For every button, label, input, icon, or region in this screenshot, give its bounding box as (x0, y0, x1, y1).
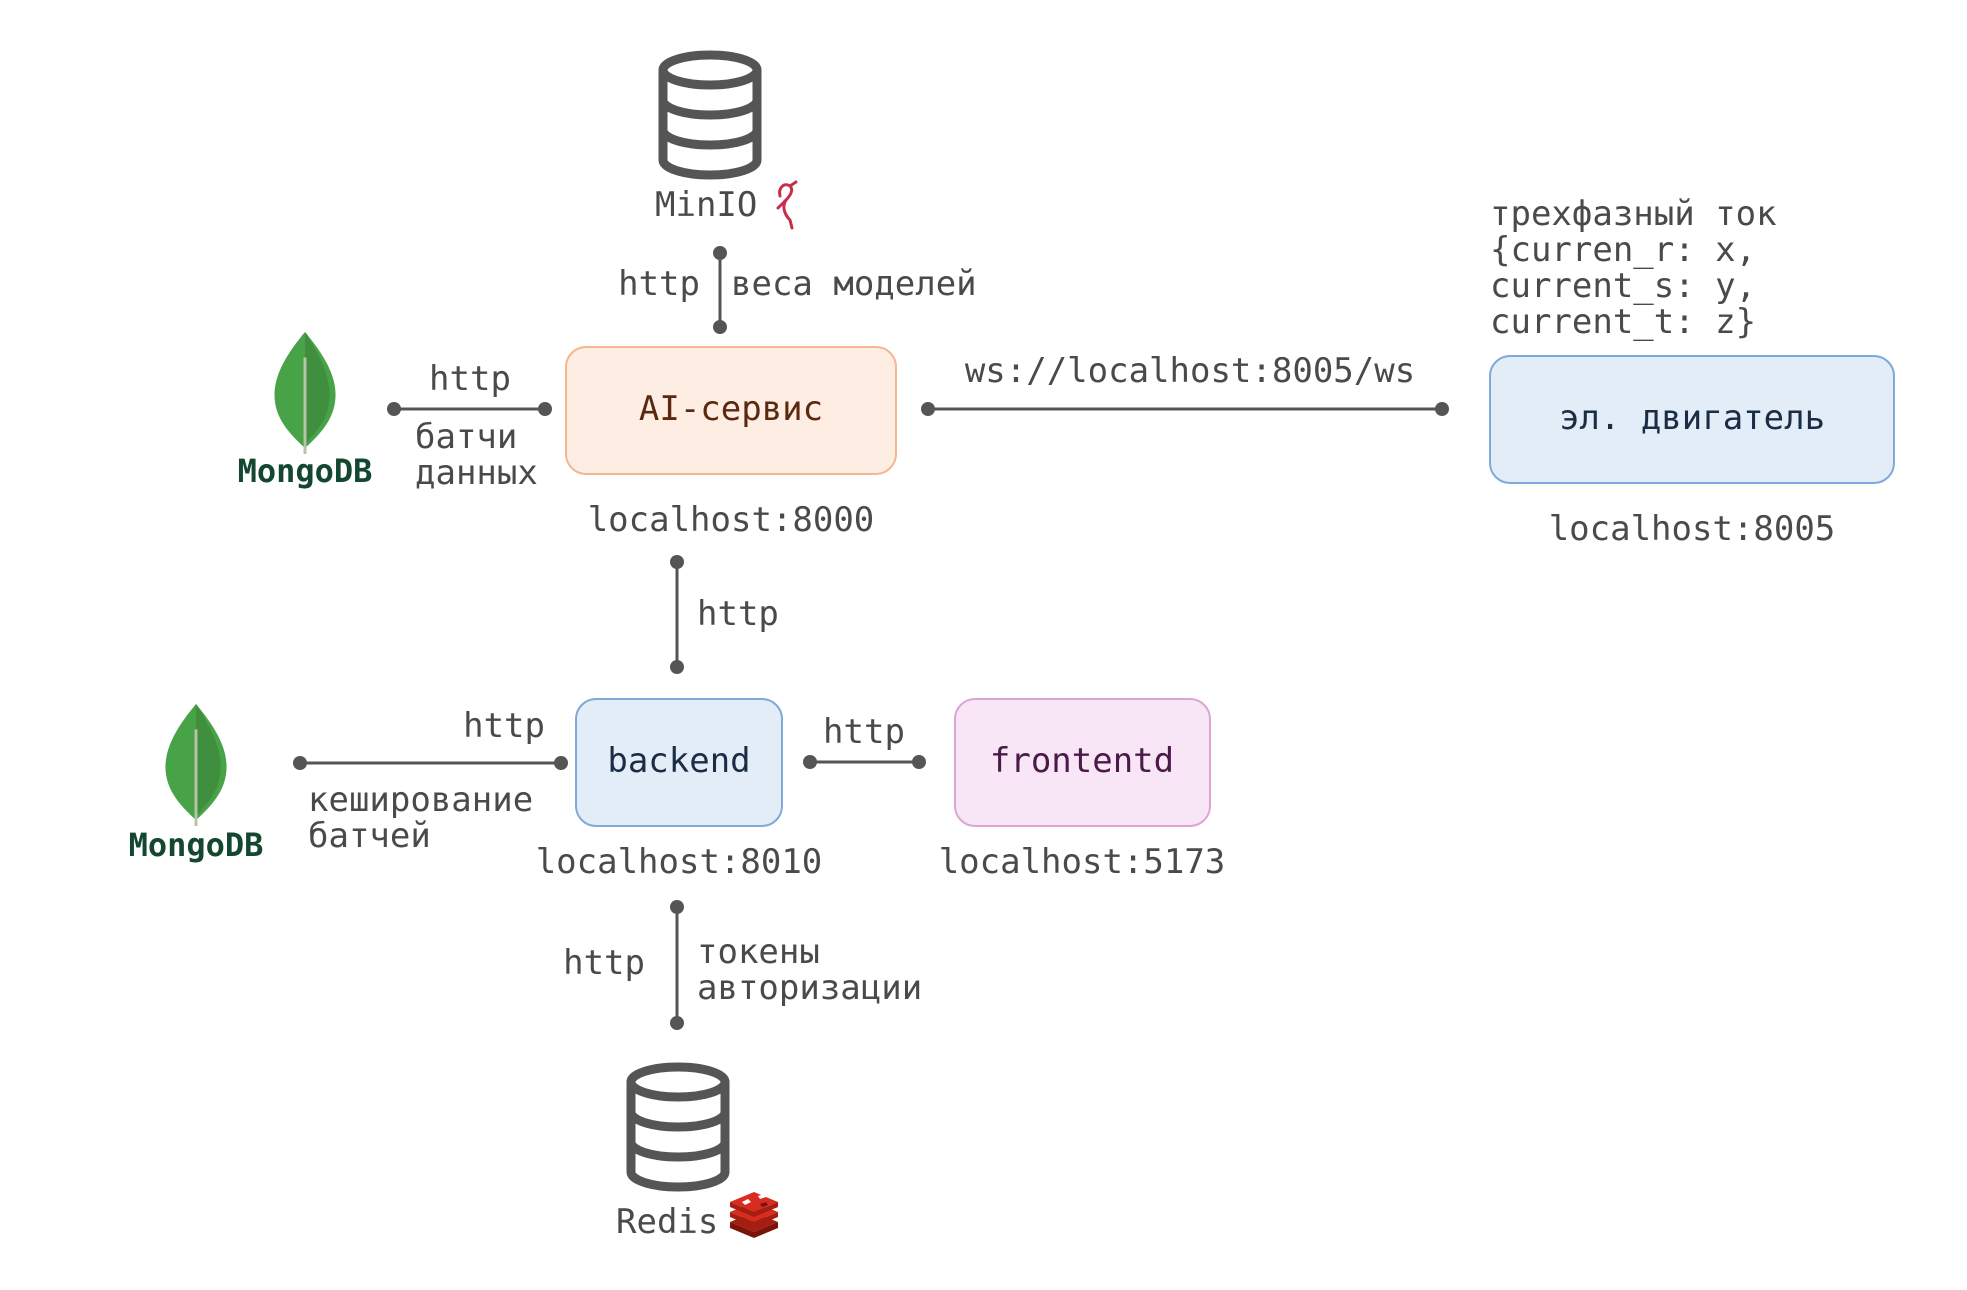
redis-label: Redis (616, 1202, 718, 1242)
backend-label: backend (607, 741, 750, 781)
motor-label: эл. двигатель (1559, 398, 1825, 438)
redis-database: Redis (616, 1067, 778, 1242)
ai-backend-protocol: http (697, 594, 779, 634)
backend-frontend-protocol: http (823, 712, 905, 752)
mongodb-top: MongoDB (238, 330, 373, 490)
backend-box (575, 698, 783, 827)
mongodb-bottom-label: MongoDB (129, 826, 264, 864)
mongo-backend-desc-line2: батчей (308, 816, 431, 856)
backend-redis-protocol: http (563, 943, 645, 983)
minio-ai-protocol: http (618, 264, 700, 304)
motor-host: localhost:8005 (1549, 509, 1836, 549)
ai-service-node: AI-сервис (565, 346, 897, 475)
mongo-ai-connector (387, 402, 552, 416)
frontend-label: frontentd (990, 741, 1174, 781)
backend-redis-connector (670, 900, 684, 1030)
mongo-ai-desc-line1: батчи (415, 417, 517, 457)
minio-database: MinIO (655, 55, 798, 230)
backend-frontend-connector (803, 755, 926, 769)
ai-motor-connector (921, 402, 1449, 416)
mongo-backend-desc-line1: кеширование (308, 780, 533, 820)
minio-ai-desc: веса моделей (731, 264, 977, 304)
backend-redis-desc-line2: авторизации (697, 968, 922, 1008)
mongodb-leaf-icon (272, 330, 338, 456)
mongodb-leaf-icon (163, 702, 229, 828)
backend-node: backend (575, 698, 783, 827)
backend-host: localhost:8010 (536, 842, 823, 882)
database-icon (663, 55, 757, 175)
frontend-host: localhost:5173 (939, 842, 1226, 882)
motor-payload-line1: трехфазный ток (1490, 194, 1777, 234)
ai-service-box (565, 346, 897, 475)
ai-service-label: AI-сервис (639, 389, 823, 429)
redis-logo-icon (730, 1192, 778, 1238)
minio-label: MinIO (655, 185, 757, 225)
mongo-backend-connector (293, 756, 568, 770)
mongo-ai-desc-line2: данных (415, 453, 538, 493)
motor-payload-line2: {curren_r: x, (1490, 230, 1756, 270)
minio-ai-connector (713, 246, 727, 334)
mongo-backend-protocol: http (463, 706, 545, 746)
database-icon (631, 1067, 725, 1187)
motor-node: эл. двигатель (1489, 355, 1895, 484)
ai-service-host: localhost:8000 (588, 500, 875, 540)
motor-payload-line4: current_t: z} (1490, 302, 1756, 342)
ai-backend-connector (670, 555, 684, 674)
mongo-ai-protocol: http (429, 359, 511, 399)
motor-payload-line3: current_s: y, (1490, 266, 1756, 306)
minio-flamingo-icon (776, 180, 798, 230)
frontend-node: frontentd (954, 698, 1211, 827)
mongodb-top-label: MongoDB (238, 452, 373, 490)
backend-redis-desc-line1: токены (697, 932, 820, 972)
mongodb-bottom: MongoDB (129, 702, 264, 864)
motor-box (1489, 355, 1895, 484)
ai-motor-protocol: ws://localhost:8005/ws (965, 351, 1415, 391)
frontend-box (954, 698, 1211, 827)
